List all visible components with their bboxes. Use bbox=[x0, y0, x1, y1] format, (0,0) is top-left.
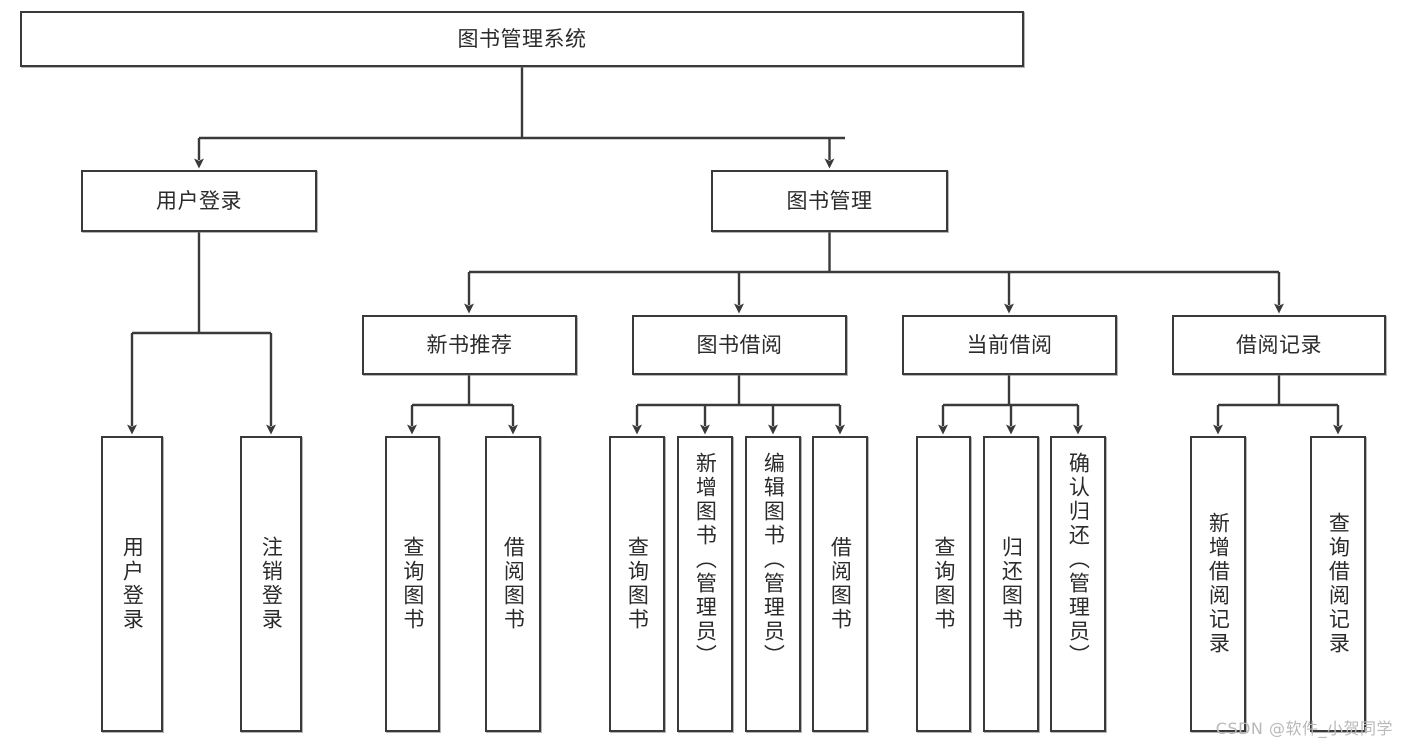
connector-borrow-record-to-leaves bbox=[1213, 375, 1343, 435]
node-leaf-query-book-rec[interactable]: 查询图书 bbox=[385, 436, 440, 732]
connector-book-borrow-to-leaves bbox=[632, 375, 845, 435]
node-new-book-recommend[interactable]: 新书推荐 bbox=[362, 315, 577, 375]
watermark-csdn: CSDN @软件_小贺同学 bbox=[1215, 719, 1393, 738]
node-label: 新增图书（管理员） bbox=[693, 452, 718, 668]
node-leaf-borrow-book-rec[interactable]: 借阅图书 bbox=[485, 436, 541, 732]
node-root-system[interactable]: 图书管理系统 bbox=[20, 11, 1024, 67]
connector-new-book-rec-to-leaves bbox=[407, 375, 518, 435]
node-label: 查询图书 bbox=[931, 536, 956, 632]
node-label: 编辑图书（管理员） bbox=[761, 452, 786, 668]
node-book-borrow[interactable]: 图书借阅 bbox=[632, 315, 847, 375]
node-label: 用户登录 bbox=[156, 188, 242, 213]
connector-user-login-to-leaves bbox=[127, 232, 276, 435]
node-leaf-return-book[interactable]: 归还图书 bbox=[983, 436, 1039, 732]
node-label: 查询图书 bbox=[400, 536, 425, 632]
connector-root-to-level2 bbox=[194, 67, 845, 169]
node-label: 新书推荐 bbox=[426, 332, 513, 357]
node-label: 图书管理系统 bbox=[457, 26, 587, 51]
node-label: 查询图书 bbox=[625, 536, 650, 632]
node-book-management[interactable]: 图书管理 bbox=[711, 170, 948, 232]
node-label: 借阅图书 bbox=[828, 536, 853, 632]
node-label: 归还图书 bbox=[999, 536, 1024, 632]
node-current-borrow[interactable]: 当前借阅 bbox=[902, 315, 1117, 375]
node-leaf-add-borrow-record[interactable]: 新增借阅记录 bbox=[1190, 436, 1246, 732]
node-label: 图书借阅 bbox=[696, 332, 783, 357]
node-leaf-query-borrow-record[interactable]: 查询借阅记录 bbox=[1310, 436, 1366, 732]
node-label: 借阅记录 bbox=[1236, 332, 1322, 357]
node-label: 借阅图书 bbox=[501, 536, 526, 632]
node-leaf-user-logout[interactable]: 注销登录 bbox=[240, 436, 302, 732]
node-leaf-borrow-book[interactable]: 借阅图书 bbox=[812, 436, 868, 732]
node-label: 当前借阅 bbox=[966, 332, 1053, 357]
node-label: 图书管理 bbox=[786, 188, 873, 213]
node-leaf-confirm-return-admin[interactable]: 确认归还（管理员） bbox=[1050, 436, 1106, 732]
node-label: 新增借阅记录 bbox=[1206, 512, 1231, 656]
node-leaf-query-book-current[interactable]: 查询图书 bbox=[916, 436, 971, 732]
node-user-login[interactable]: 用户登录 bbox=[81, 170, 317, 232]
node-label: 查询借阅记录 bbox=[1326, 512, 1351, 656]
node-label: 确认归还（管理员） bbox=[1066, 452, 1091, 668]
node-leaf-add-book-admin[interactable]: 新增图书（管理员） bbox=[677, 436, 733, 732]
connector-book-mgmt-to-level3 bbox=[464, 232, 1284, 314]
node-label: 用户登录 bbox=[120, 536, 145, 632]
node-leaf-user-login[interactable]: 用户登录 bbox=[101, 436, 163, 732]
connector-current-borrow-to-leaves bbox=[938, 375, 1083, 435]
node-borrow-record[interactable]: 借阅记录 bbox=[1172, 315, 1386, 375]
node-leaf-edit-book-admin[interactable]: 编辑图书（管理员） bbox=[745, 436, 801, 732]
node-label: 注销登录 bbox=[259, 536, 284, 632]
node-leaf-query-book[interactable]: 查询图书 bbox=[609, 436, 665, 732]
